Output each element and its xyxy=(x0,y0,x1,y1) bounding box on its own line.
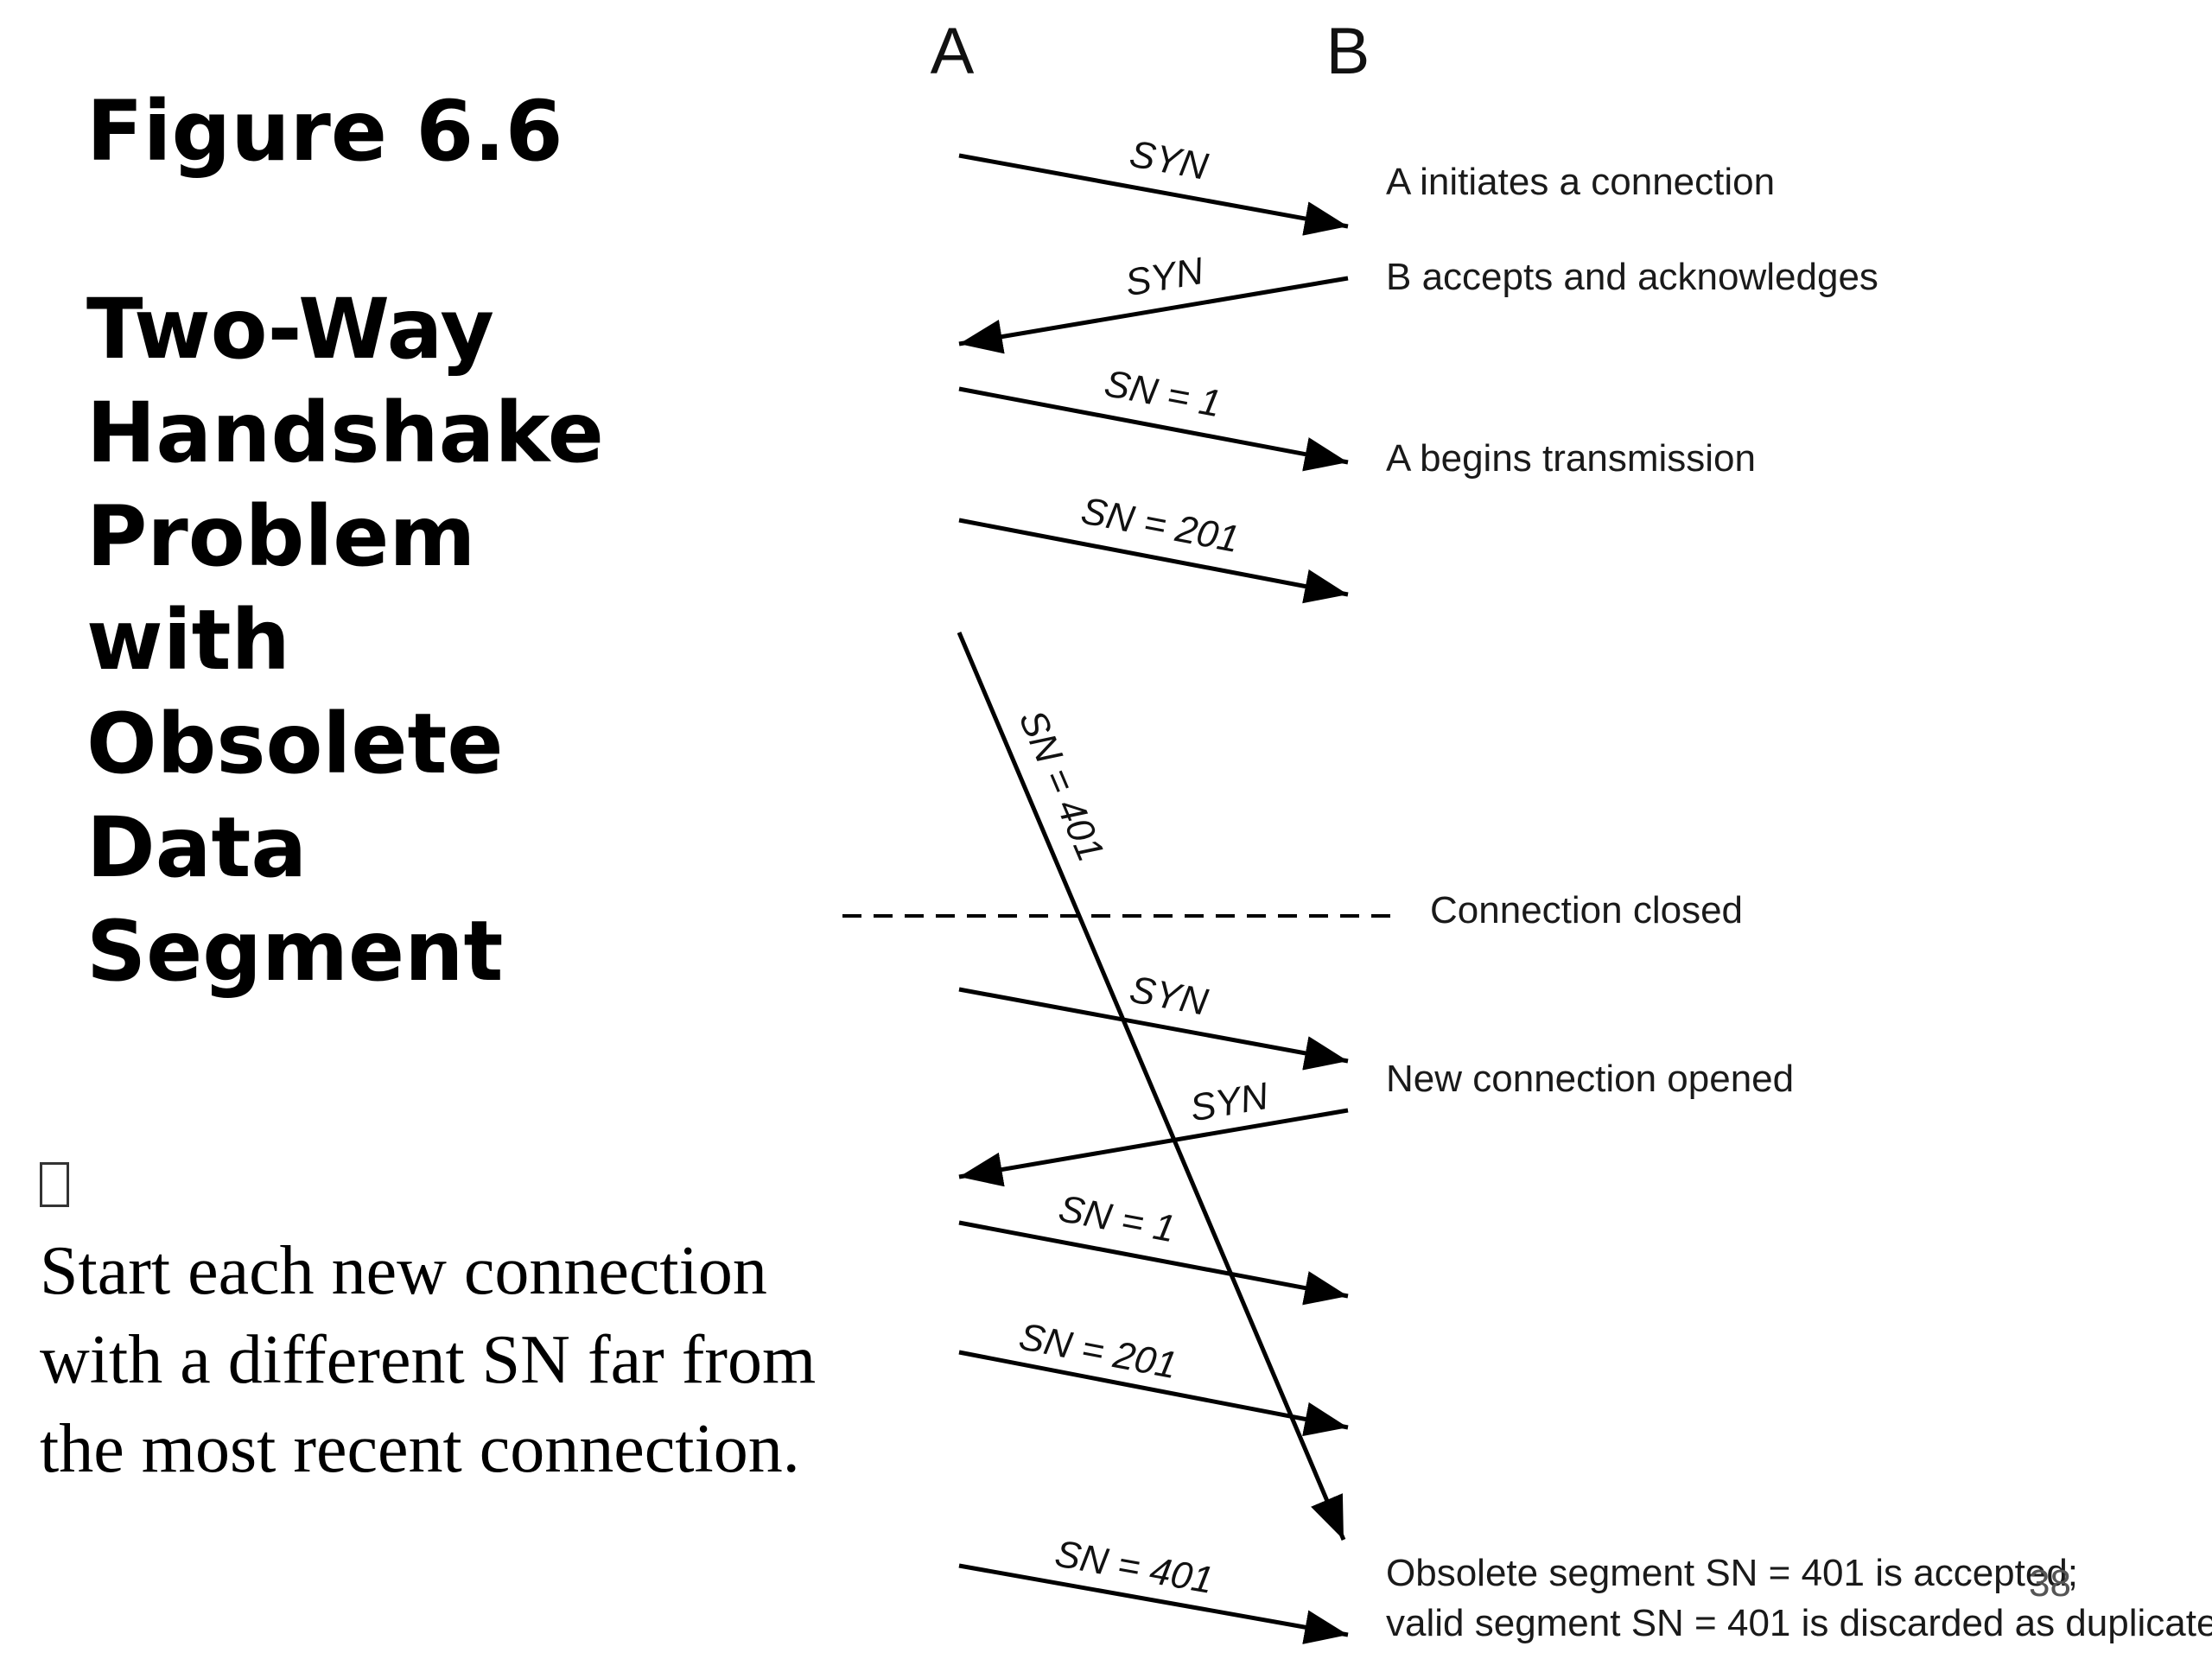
label-sn-401-new: SN = 401 xyxy=(1052,1532,1216,1602)
slide-title: Figure 6.6 Two-Way Handshake Problem wit… xyxy=(86,86,864,1003)
annotation-accepts: B accepts and acknowledges xyxy=(1386,256,1878,298)
note-line-1: Start each new connection xyxy=(40,1233,767,1309)
arrow-syn-ack-2 xyxy=(958,1108,1349,1187)
note-line-3: the most recent connection. xyxy=(40,1411,800,1487)
title-line-3: Problem xyxy=(86,487,476,585)
title-line-6: Data xyxy=(86,798,308,896)
arrow-sn-401-new xyxy=(958,1563,1349,1644)
label-sn-201: SN = 201 xyxy=(1077,489,1243,561)
annotation-obsolete-line-1: Obsolete segment SN = 401 is accepted; xyxy=(1386,1552,2078,1594)
annotation-obsolete-line-2: valid segment SN = 401 is discarded as d… xyxy=(1386,1602,2212,1644)
arrow-sn-201-new xyxy=(958,1350,1349,1437)
page-number: 38 xyxy=(2029,1562,2071,1605)
title-line-7: Segment xyxy=(86,902,504,1000)
title-line-4: with xyxy=(86,591,290,689)
title-line-5: Obsolete xyxy=(86,695,504,792)
arrow-sn-1 xyxy=(958,386,1349,472)
note-line-2: with a different SN far from xyxy=(40,1322,817,1398)
label-syn-1: SYN xyxy=(1127,133,1211,188)
label-sn-1: SN = 1 xyxy=(1101,362,1224,425)
annotation-connection-closed: Connection closed xyxy=(1430,889,1743,931)
label-syn-ack-2: SYN xyxy=(1187,1075,1272,1130)
label-sn-201-new: SN = 201 xyxy=(1015,1315,1180,1387)
label-sn-1-new: SN = 1 xyxy=(1055,1187,1178,1250)
title-line-2: Handshake xyxy=(86,384,604,481)
figure-label: Figure 6.6 xyxy=(86,83,563,180)
arrow-syn-1 xyxy=(958,153,1349,236)
label-syn-ack-1: SYN xyxy=(1122,250,1207,304)
arrow-syn-ack-1 xyxy=(958,276,1349,354)
annotation-begins: A begins transmission xyxy=(1386,437,1756,480)
arrow-sn-201 xyxy=(958,518,1349,604)
arrow-sn-401-delayed xyxy=(957,632,1346,1541)
title-line-1: Two-Way xyxy=(86,280,494,378)
annotation-new-connection: New connection opened xyxy=(1386,1058,1794,1100)
label-syn-2: SYN xyxy=(1127,969,1211,1024)
arrow-sn-1-new xyxy=(958,1220,1349,1306)
node-b-label: B xyxy=(1326,15,1370,88)
note-text: Start each new connection with a differe… xyxy=(40,1227,904,1494)
node-a-label: A xyxy=(931,15,975,88)
bullet-placeholder-icon xyxy=(40,1162,69,1207)
annotation-initiates: A initiates a connection xyxy=(1386,161,1775,203)
arrow-syn-2 xyxy=(958,987,1349,1071)
